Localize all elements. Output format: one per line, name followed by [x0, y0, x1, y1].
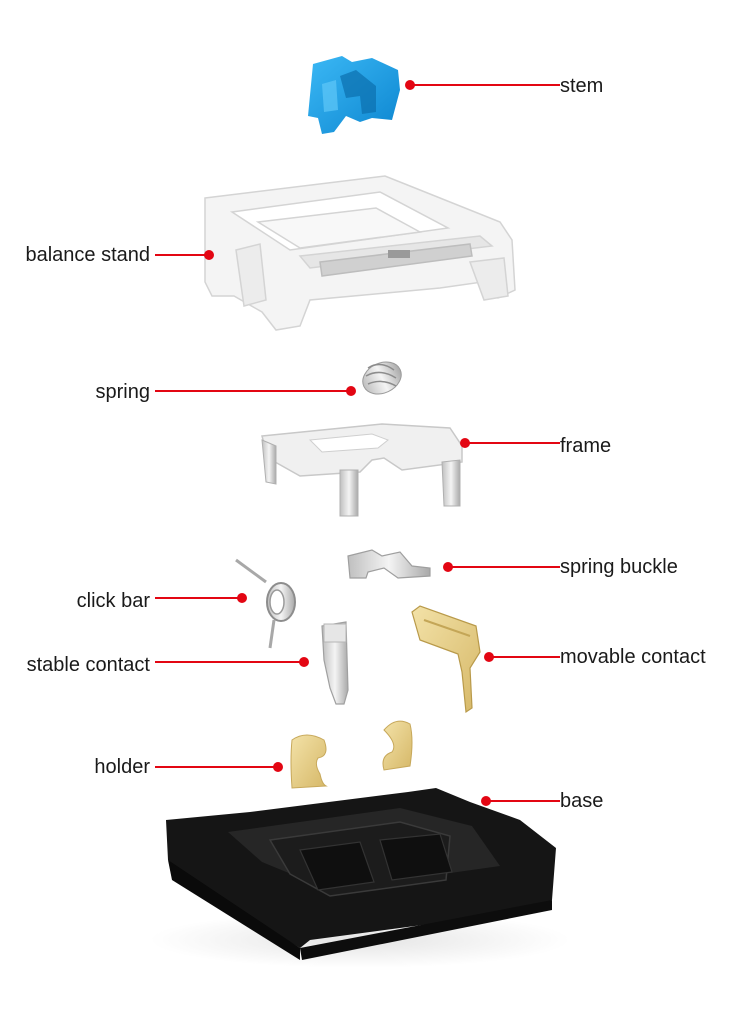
base-part — [150, 788, 570, 968]
leader-base — [481, 796, 560, 806]
label-frame: frame — [560, 435, 612, 457]
leader-stable-contact — [155, 657, 309, 667]
stable-contact-part — [321, 621, 349, 705]
balance-stand-part — [204, 175, 516, 331]
leader-lines — [155, 80, 560, 806]
label-movable-contact: movable contact — [560, 646, 706, 668]
stem-part — [308, 56, 400, 134]
click-bar-part — [235, 558, 296, 649]
leader-click-bar — [155, 593, 247, 603]
frame-part — [261, 423, 463, 517]
label-spring-buckle: spring buckle — [560, 556, 678, 578]
leader-stem — [405, 80, 560, 90]
leader-holder — [155, 762, 283, 772]
holder-left-part — [290, 734, 328, 789]
label-spring: spring — [95, 381, 150, 403]
leader-spring — [155, 386, 356, 396]
label-holder: holder — [94, 756, 150, 778]
leader-movable-contact — [484, 652, 560, 662]
label-balance-stand: balance stand — [25, 244, 150, 266]
holder-right-part — [382, 720, 413, 771]
spring-buckle-part — [347, 549, 431, 579]
leader-spring-buckle — [443, 562, 560, 572]
spring-part — [362, 361, 402, 395]
label-base: base — [560, 790, 604, 812]
movable-contact-part — [411, 605, 481, 714]
label-stem: stem — [560, 75, 604, 97]
label-stable-contact: stable contact — [26, 654, 150, 676]
label-click-bar: click bar — [76, 590, 150, 612]
leader-frame — [460, 438, 560, 448]
leader-balance-stand — [155, 250, 214, 260]
